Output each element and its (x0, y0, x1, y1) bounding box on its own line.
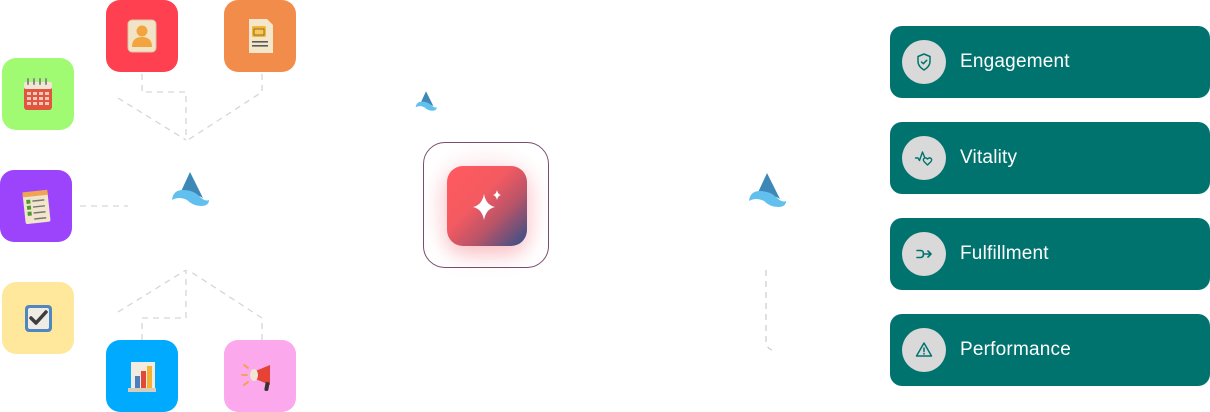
bar-chart-icon (128, 362, 156, 392)
connector-marketing (187, 269, 263, 340)
fulfillment-icon-badge (902, 232, 946, 276)
output-label: Performance (960, 339, 1071, 360)
connector-contacts (141, 74, 187, 140)
vitality-icon-badge (902, 136, 946, 180)
source-marketing-tile (224, 340, 296, 412)
notepad-checklist-icon (22, 189, 51, 224)
core-label-brand-logo-icon (415, 91, 437, 111)
engagement-icon-badge (902, 40, 946, 84)
output-label: Vitality (960, 147, 1018, 168)
output-engagement: Engagement (890, 26, 1210, 98)
output-vitality: Vitality (890, 122, 1210, 194)
checkbox-icon (25, 305, 52, 332)
ai-sparkle-icon (473, 190, 501, 220)
connector-tasks (117, 269, 187, 313)
shield-check-icon (917, 53, 931, 71)
source-analytics-tile (106, 340, 178, 412)
output-fulfillment: Fulfillment (890, 218, 1210, 290)
source-calendar-tile (2, 58, 74, 130)
source-checklist-tile (0, 170, 72, 242)
calendar-icon (24, 78, 52, 110)
connector-analytics (141, 270, 187, 340)
connector-calendar (117, 97, 187, 141)
merge-arrow-icon (916, 249, 932, 259)
performance-icon-badge (902, 328, 946, 372)
source-contacts-tile (106, 0, 178, 72)
output-label: Engagement (960, 51, 1070, 72)
user-card-icon (127, 19, 157, 53)
core-ai-engine (447, 166, 527, 246)
warning-triangle-icon (915, 342, 933, 357)
document-folder-icon (249, 19, 273, 53)
megaphone-icon (241, 364, 270, 392)
hub-right-brand-logo-icon (749, 173, 786, 207)
source-tasks-tile (2, 282, 74, 354)
output-label: Fulfillment (960, 243, 1049, 264)
source-documents-tile (224, 0, 296, 72)
connector-documents (187, 74, 263, 141)
heart-pulse-icon (914, 151, 933, 166)
output-performance: Performance (890, 314, 1210, 386)
connector-hub-down (765, 270, 773, 351)
hub-left-brand-logo-icon (172, 172, 209, 206)
